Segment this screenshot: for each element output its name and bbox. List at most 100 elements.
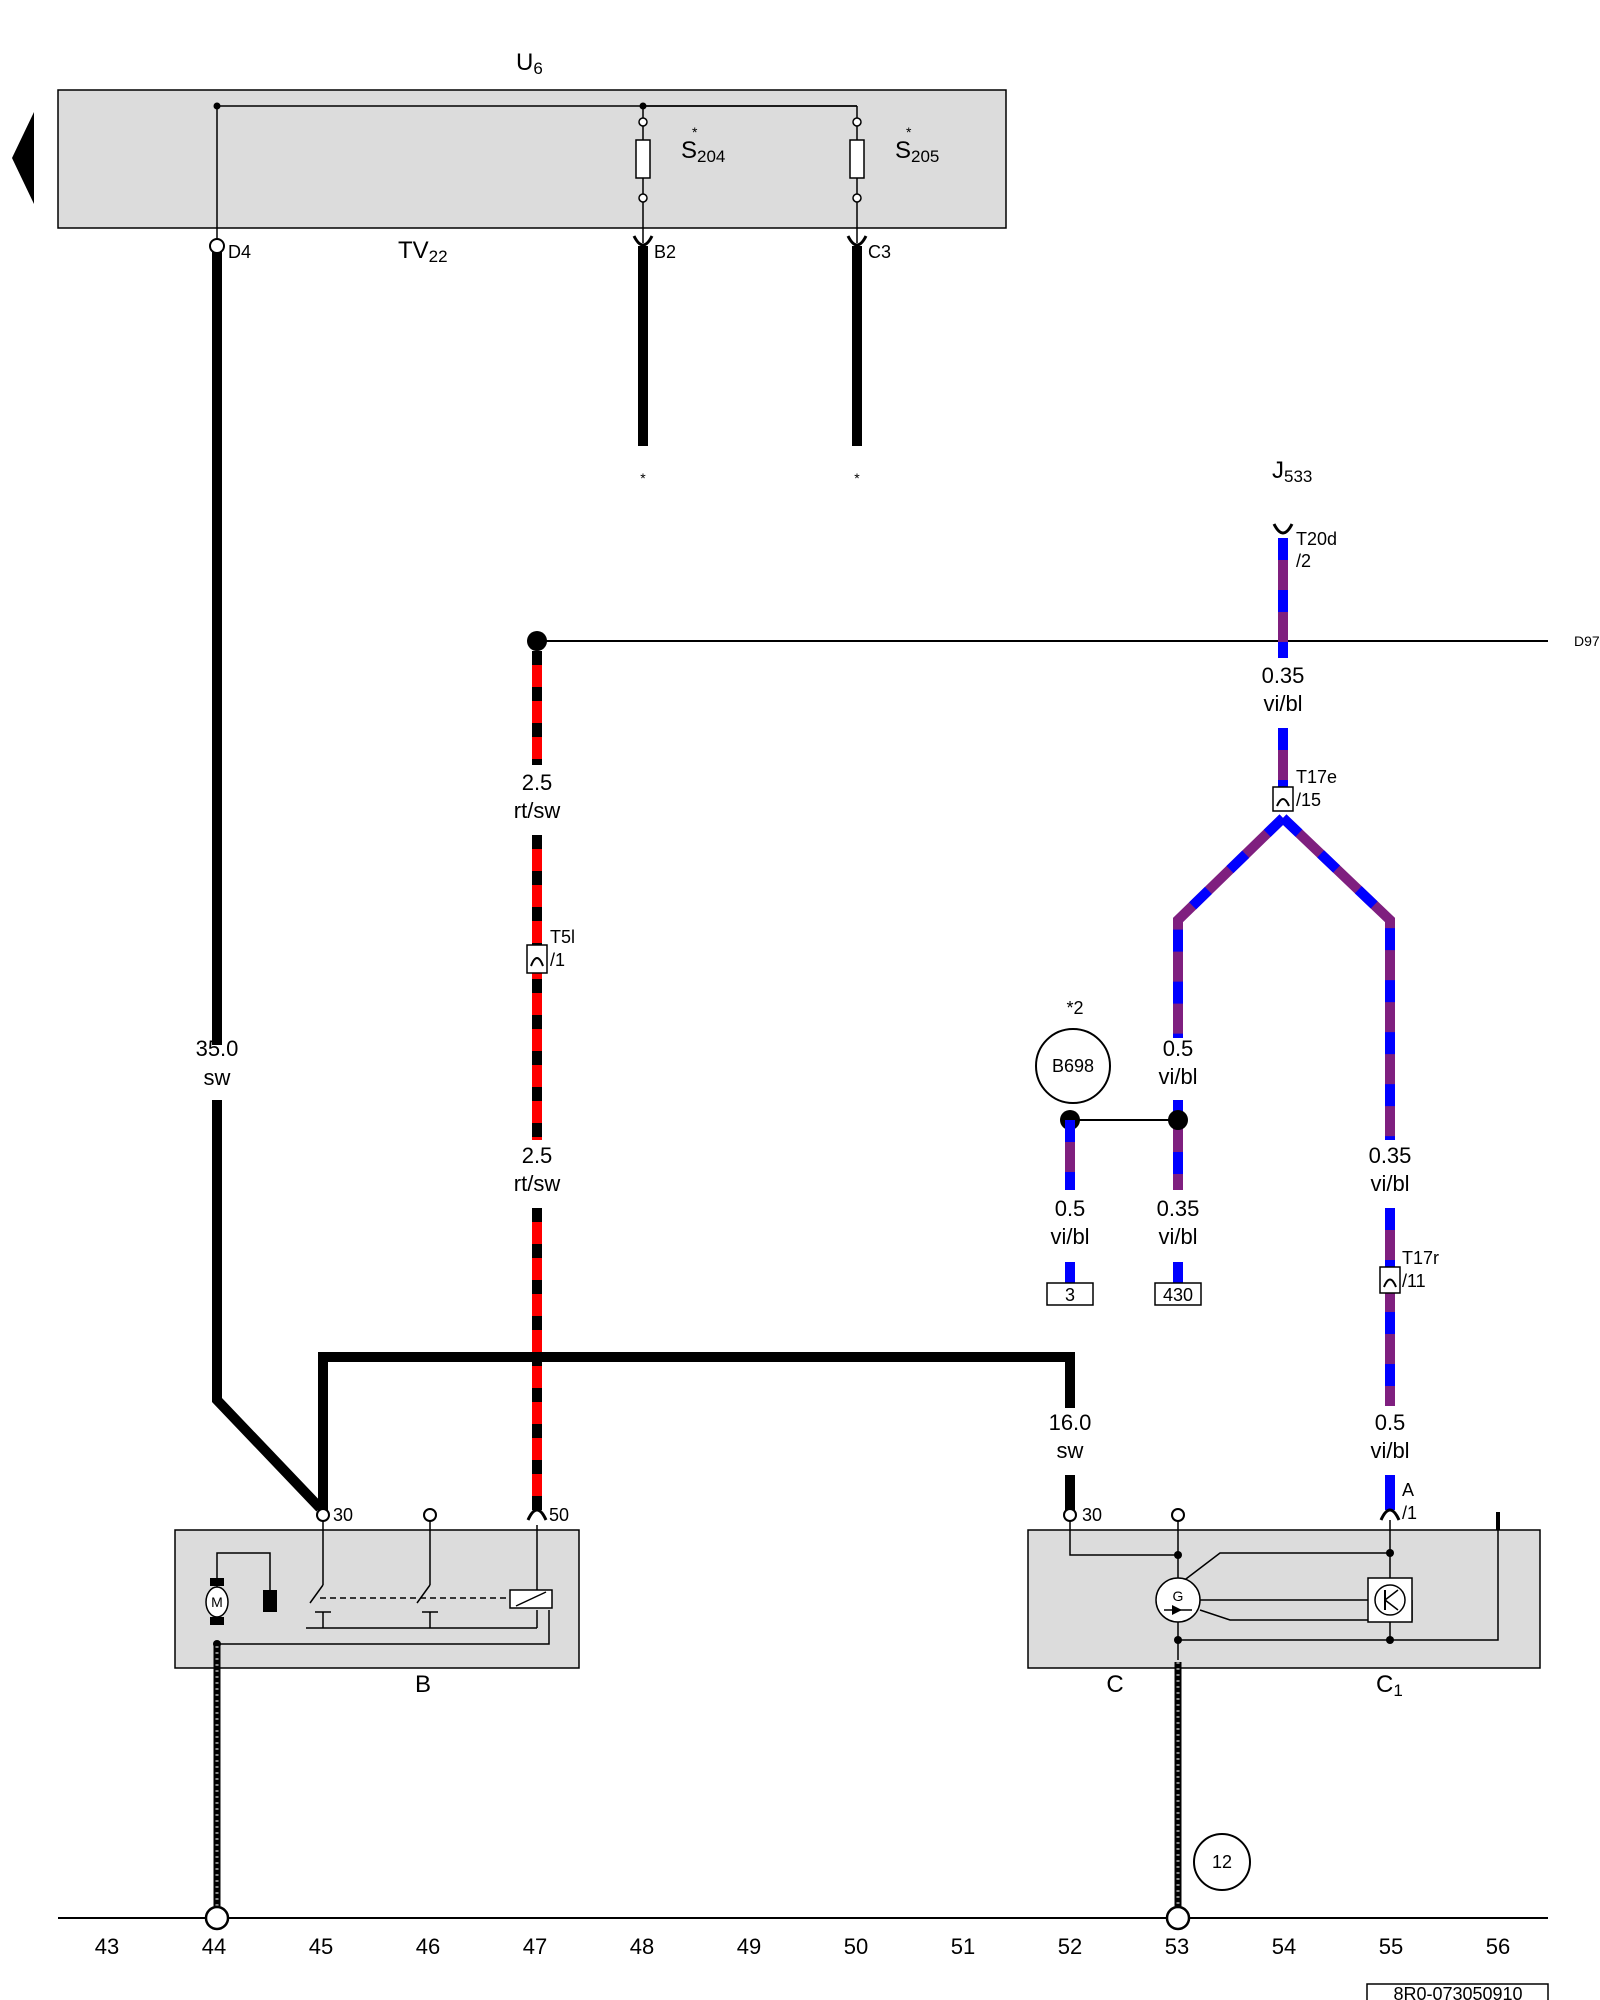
d97-label: D97 xyxy=(1574,633,1600,649)
t17r-label1: T17r xyxy=(1402,1248,1439,1268)
u6-label: U6 xyxy=(516,49,543,78)
wire-c1-size: 0.5 xyxy=(1375,1410,1406,1435)
ruler-number: 50 xyxy=(844,1934,868,1959)
fuse-s205: * S205 xyxy=(643,105,939,243)
svg-text:G: G xyxy=(1173,1588,1184,1604)
connector-t17r: T17r /11 xyxy=(1379,1208,1439,1406)
s205-label: S205 xyxy=(895,137,939,166)
ruler-number: 54 xyxy=(1272,1934,1296,1959)
t20d-label1: T20d xyxy=(1296,529,1337,549)
ruler-number: 46 xyxy=(416,1934,440,1959)
ruler-number: 49 xyxy=(737,1934,761,1959)
wire-right-branch-color: vi/bl xyxy=(1370,1171,1409,1196)
wire-left-branch-color: vi/bl xyxy=(1158,1064,1197,1089)
t5l-label1: T5l xyxy=(550,927,575,947)
fuse-s204: * S204 xyxy=(635,106,725,243)
wire-16sw: 16.0 sw xyxy=(318,1352,1092,1512)
ref-12-circle xyxy=(1193,1833,1251,1891)
ruler-number: 44 xyxy=(202,1934,226,1959)
j533-label: J533 xyxy=(1272,457,1312,486)
wire-j533-size: 0.35 xyxy=(1262,663,1305,688)
alternator-c: 30 A /1 G xyxy=(1027,1480,1541,1700)
bus-d97: D97 xyxy=(527,631,1600,651)
harness-j533: J533 T20d /2 0.35 vi/bl T17e /15 0.5 vi/… xyxy=(1035,457,1439,1510)
wire-16-color: sw xyxy=(1057,1438,1084,1463)
pin-c-mid-terminal xyxy=(1171,1508,1185,1522)
pin-b50-label: 50 xyxy=(549,1505,569,1525)
pin-b-mid-terminal xyxy=(423,1508,437,1522)
refbox-3-label: 3 xyxy=(1065,1285,1075,1305)
refbox-430-label: 430 xyxy=(1163,1285,1193,1305)
drawing-number: 8R0-073050910 xyxy=(1393,1984,1522,2000)
regulator-c1-label: C1 xyxy=(1376,1671,1403,1700)
continuation-arrow-icon xyxy=(12,112,34,204)
ground-point-53 xyxy=(1165,1905,1191,1931)
regulator-icon xyxy=(1367,1577,1413,1623)
ruler-number: 52 xyxy=(1058,1934,1082,1959)
ruler-number: 53 xyxy=(1165,1934,1189,1959)
pin-b30-terminal xyxy=(316,1508,330,1522)
b698-mark: *2 xyxy=(1066,998,1083,1018)
wire-16-size: 16.0 xyxy=(1049,1410,1092,1435)
b698-circle xyxy=(1035,1028,1111,1104)
wire-rt-sw: 2.5 rt/sw T5l /1 2.5 rt/sw xyxy=(514,651,575,1510)
t20d-label2: /2 xyxy=(1296,551,1311,571)
pin-a1-label1: A xyxy=(1402,1480,1414,1500)
wire-b2: B2 * xyxy=(632,235,676,486)
b698-label: B698 xyxy=(1052,1056,1094,1076)
ruler-number: 43 xyxy=(95,1934,119,1959)
ruler-number: 56 xyxy=(1486,1934,1510,1959)
ruler-number: 45 xyxy=(309,1934,333,1959)
ruler-number: 48 xyxy=(630,1934,654,1959)
svg-text:M: M xyxy=(211,1594,223,1610)
t17r-label2: /11 xyxy=(1402,1271,1426,1291)
wire-right-branch-size: 0.35 xyxy=(1369,1143,1412,1168)
pin-c3-label: C3 xyxy=(868,242,891,262)
ground-point-44 xyxy=(204,1905,230,1931)
pin-d4-label: D4 xyxy=(228,242,251,262)
wire-to430-size: 0.35 xyxy=(1157,1196,1200,1221)
wire-to430-color: vi/bl xyxy=(1158,1224,1197,1249)
pin-c30-terminal xyxy=(1063,1508,1077,1522)
drawing-number-box: 8R0-073050910 xyxy=(1366,1983,1549,2000)
u6-housing xyxy=(57,89,1007,229)
wire-c1-color: vi/bl xyxy=(1370,1438,1409,1463)
wire-rt1-size: 2.5 xyxy=(522,770,553,795)
pin-b2-label: B2 xyxy=(654,242,676,262)
wire-d4-color: sw xyxy=(204,1065,231,1090)
ruler-number: 47 xyxy=(523,1934,547,1959)
pin-c30-label: 30 xyxy=(1082,1505,1102,1525)
wire-rt2-size: 2.5 xyxy=(522,1143,553,1168)
ruler-number: 51 xyxy=(951,1934,975,1959)
ref-12-label: 12 xyxy=(1212,1852,1232,1872)
wire-d4-size: 35.0 xyxy=(196,1036,239,1061)
tv22-label: TV22 xyxy=(398,237,448,266)
pin-b30-label: 30 xyxy=(333,1505,353,1525)
t17e-label1: T17e xyxy=(1296,767,1337,787)
wire-to3-size: 0.5 xyxy=(1055,1196,1086,1221)
star-b2: * xyxy=(640,470,646,486)
refbox-3 xyxy=(1046,1282,1094,1306)
ground-wires: 12 xyxy=(213,1646,1251,1918)
pin-a1-label2: /1 xyxy=(1402,1503,1417,1523)
wire-rt2-color: rt/sw xyxy=(514,1171,561,1196)
alternator-c-housing xyxy=(1027,1529,1541,1669)
connector-t5l: T5l /1 xyxy=(526,927,575,974)
starter-b: 30 50 M B xyxy=(174,1505,580,1698)
motor-icon: M xyxy=(205,1578,229,1625)
s204-mark: * xyxy=(692,124,698,140)
wire-d4-35sw: D4 35.0 sw xyxy=(196,238,324,1512)
alternator-c-label: C xyxy=(1106,1671,1123,1698)
s205-mark: * xyxy=(906,124,912,140)
wire-rt1-color: rt/sw xyxy=(514,798,561,823)
connector-t17e: T17e /15 xyxy=(1272,767,1337,812)
t17e-label2: /15 xyxy=(1296,790,1321,810)
wire-left-branch-size: 0.5 xyxy=(1163,1036,1194,1061)
wire-j533-color: vi/bl xyxy=(1263,691,1302,716)
module-u6: U6 * S204 * S205 TV22 xyxy=(12,49,1007,266)
s204-label: S204 xyxy=(681,137,725,166)
wire-to3-color: vi/bl xyxy=(1050,1224,1089,1249)
pin-d4-terminal xyxy=(209,238,225,254)
